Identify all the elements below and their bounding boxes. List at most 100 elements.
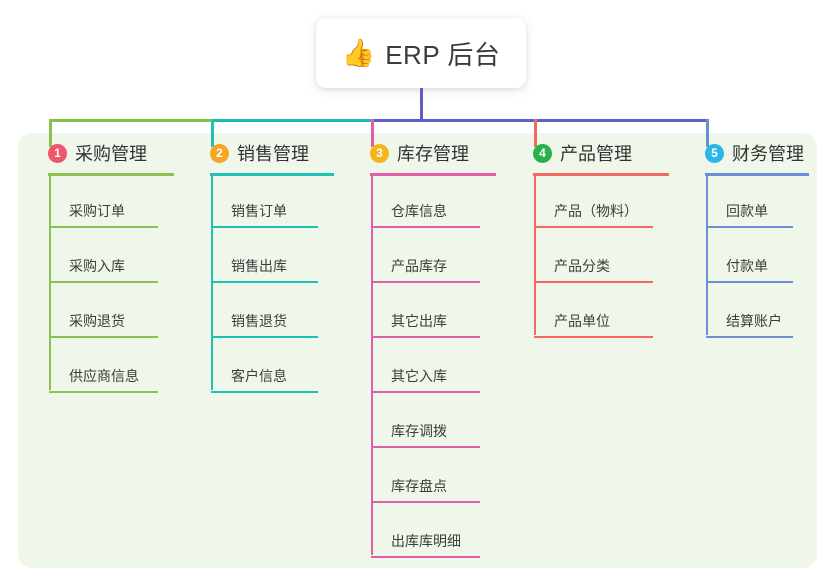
branch-column-2: 2 销售管理销售订单销售出库销售退货客户信息	[192, 133, 340, 393]
leaf-rule	[225, 281, 318, 283]
leaf-rule	[548, 281, 653, 283]
leaf-connector	[49, 226, 63, 228]
leaf-item[interactable]: 产品库存	[371, 256, 480, 283]
leaf-item[interactable]: 结算账户	[706, 311, 793, 338]
leaf-item[interactable]: 库存盘点	[371, 476, 480, 503]
leaf-rule	[720, 281, 793, 283]
leaf-rule	[225, 226, 318, 228]
branch-label-3: 库存管理	[397, 144, 469, 164]
leaf-item[interactable]: 采购退货	[49, 311, 158, 338]
leaf-item[interactable]: 采购入库	[49, 256, 158, 283]
branch-spine-4	[534, 176, 536, 335]
leaf-label: 产品分类	[554, 258, 610, 274]
leaf-connector	[211, 391, 225, 393]
leaf-item[interactable]: 其它出库	[371, 311, 480, 338]
leaf-connector	[49, 336, 63, 338]
branch-stub-3	[371, 119, 374, 147]
leaf-connector	[371, 336, 385, 338]
leaf-connector	[49, 281, 63, 283]
branch-header-4[interactable]: 4 产品管理	[515, 133, 675, 173]
leaf-connector	[211, 226, 225, 228]
leaf-item[interactable]: 仓库信息	[371, 201, 480, 228]
leaf-label: 销售订单	[231, 203, 287, 219]
branch-badge-4: 4	[533, 143, 552, 163]
leaf-connector	[534, 336, 548, 338]
leaf-label: 供应商信息	[69, 368, 139, 384]
branch-stub-5	[706, 119, 709, 147]
leaf-rule	[63, 281, 158, 283]
leaf-connector	[534, 226, 548, 228]
branch-label-4: 产品管理	[560, 144, 632, 164]
leaf-item[interactable]: 供应商信息	[49, 366, 158, 393]
branch-badge-3: 3	[370, 143, 389, 163]
branch-column-3: 3 库存管理仓库信息产品库存其它出库其它入库库存调拨库存盘点出库库明细	[352, 133, 502, 558]
leaf-rule	[63, 226, 158, 228]
leaf-item[interactable]: 产品（物料）	[534, 201, 653, 228]
leaf-label: 销售退货	[231, 313, 287, 329]
root-node-card[interactable]: 👍 ERP 后台	[316, 18, 526, 88]
leaf-connector	[706, 226, 720, 228]
branch-spine-2	[211, 176, 213, 390]
bus-segment-green	[49, 119, 214, 122]
branch-label-5: 财务管理	[732, 144, 804, 164]
branch-label-2: 销售管理	[237, 144, 309, 164]
branch-header-3[interactable]: 3 库存管理	[352, 133, 502, 173]
leaf-label: 产品（物料）	[554, 203, 638, 219]
leaf-item[interactable]: 产品分类	[534, 256, 653, 283]
branch-label-1: 采购管理	[75, 144, 147, 164]
leaf-item[interactable]: 销售退货	[211, 311, 318, 338]
leaf-connector	[371, 446, 385, 448]
branch-column-4: 4 产品管理产品（物料） 产品分类产品单位	[515, 133, 675, 338]
leaf-label: 库存盘点	[391, 478, 447, 494]
branch-rule-4	[533, 173, 669, 176]
leaf-label: 其它入库	[391, 368, 447, 384]
leaf-connector	[706, 336, 720, 338]
leaf-rule	[225, 391, 318, 393]
bus-segment-indigo	[371, 119, 709, 122]
leaf-rule	[385, 501, 480, 503]
branch-badge-2: 2	[210, 143, 229, 163]
leaf-connector	[534, 281, 548, 283]
leaf-label: 产品库存	[391, 258, 447, 274]
leaf-item[interactable]: 采购订单	[49, 201, 158, 228]
thumbs-up-icon: 👍	[341, 37, 376, 68]
leaf-label: 采购订单	[69, 203, 125, 219]
leaf-item[interactable]: 产品单位	[534, 311, 653, 338]
leaf-rule	[548, 226, 653, 228]
leaf-label: 出库库明细	[391, 533, 461, 549]
leaf-item[interactable]: 销售订单	[211, 201, 318, 228]
leaf-connector	[371, 281, 385, 283]
leaf-item[interactable]: 销售出库	[211, 256, 318, 283]
leaf-label: 采购退货	[69, 313, 125, 329]
leaf-label: 客户信息	[231, 368, 287, 384]
branch-rule-3	[370, 173, 496, 176]
branch-rule-1	[48, 173, 174, 176]
leaf-connector	[371, 226, 385, 228]
branch-header-2[interactable]: 2 销售管理	[192, 133, 340, 173]
leaf-rule	[385, 281, 480, 283]
leaf-connector	[706, 281, 720, 283]
leaf-rule	[385, 556, 480, 558]
leaf-connector	[211, 336, 225, 338]
branch-rule-2	[210, 173, 334, 176]
leaf-connector	[211, 281, 225, 283]
leaf-rule	[548, 336, 653, 338]
leaf-item[interactable]: 回款单	[706, 201, 793, 228]
bus-segment-teal	[211, 119, 374, 122]
branch-spine-5	[706, 176, 708, 335]
leaf-label: 结算账户	[726, 313, 782, 329]
branch-rule-5	[705, 173, 809, 176]
leaf-item[interactable]: 付款单	[706, 256, 793, 283]
leaf-rule	[720, 226, 793, 228]
leaf-item[interactable]: 库存调拨	[371, 421, 480, 448]
leaf-item[interactable]: 客户信息	[211, 366, 318, 393]
leaf-item[interactable]: 出库库明细	[371, 531, 480, 558]
leaf-item[interactable]: 其它入库	[371, 366, 480, 393]
root-stem	[420, 88, 423, 122]
branch-stub-4	[534, 119, 537, 147]
